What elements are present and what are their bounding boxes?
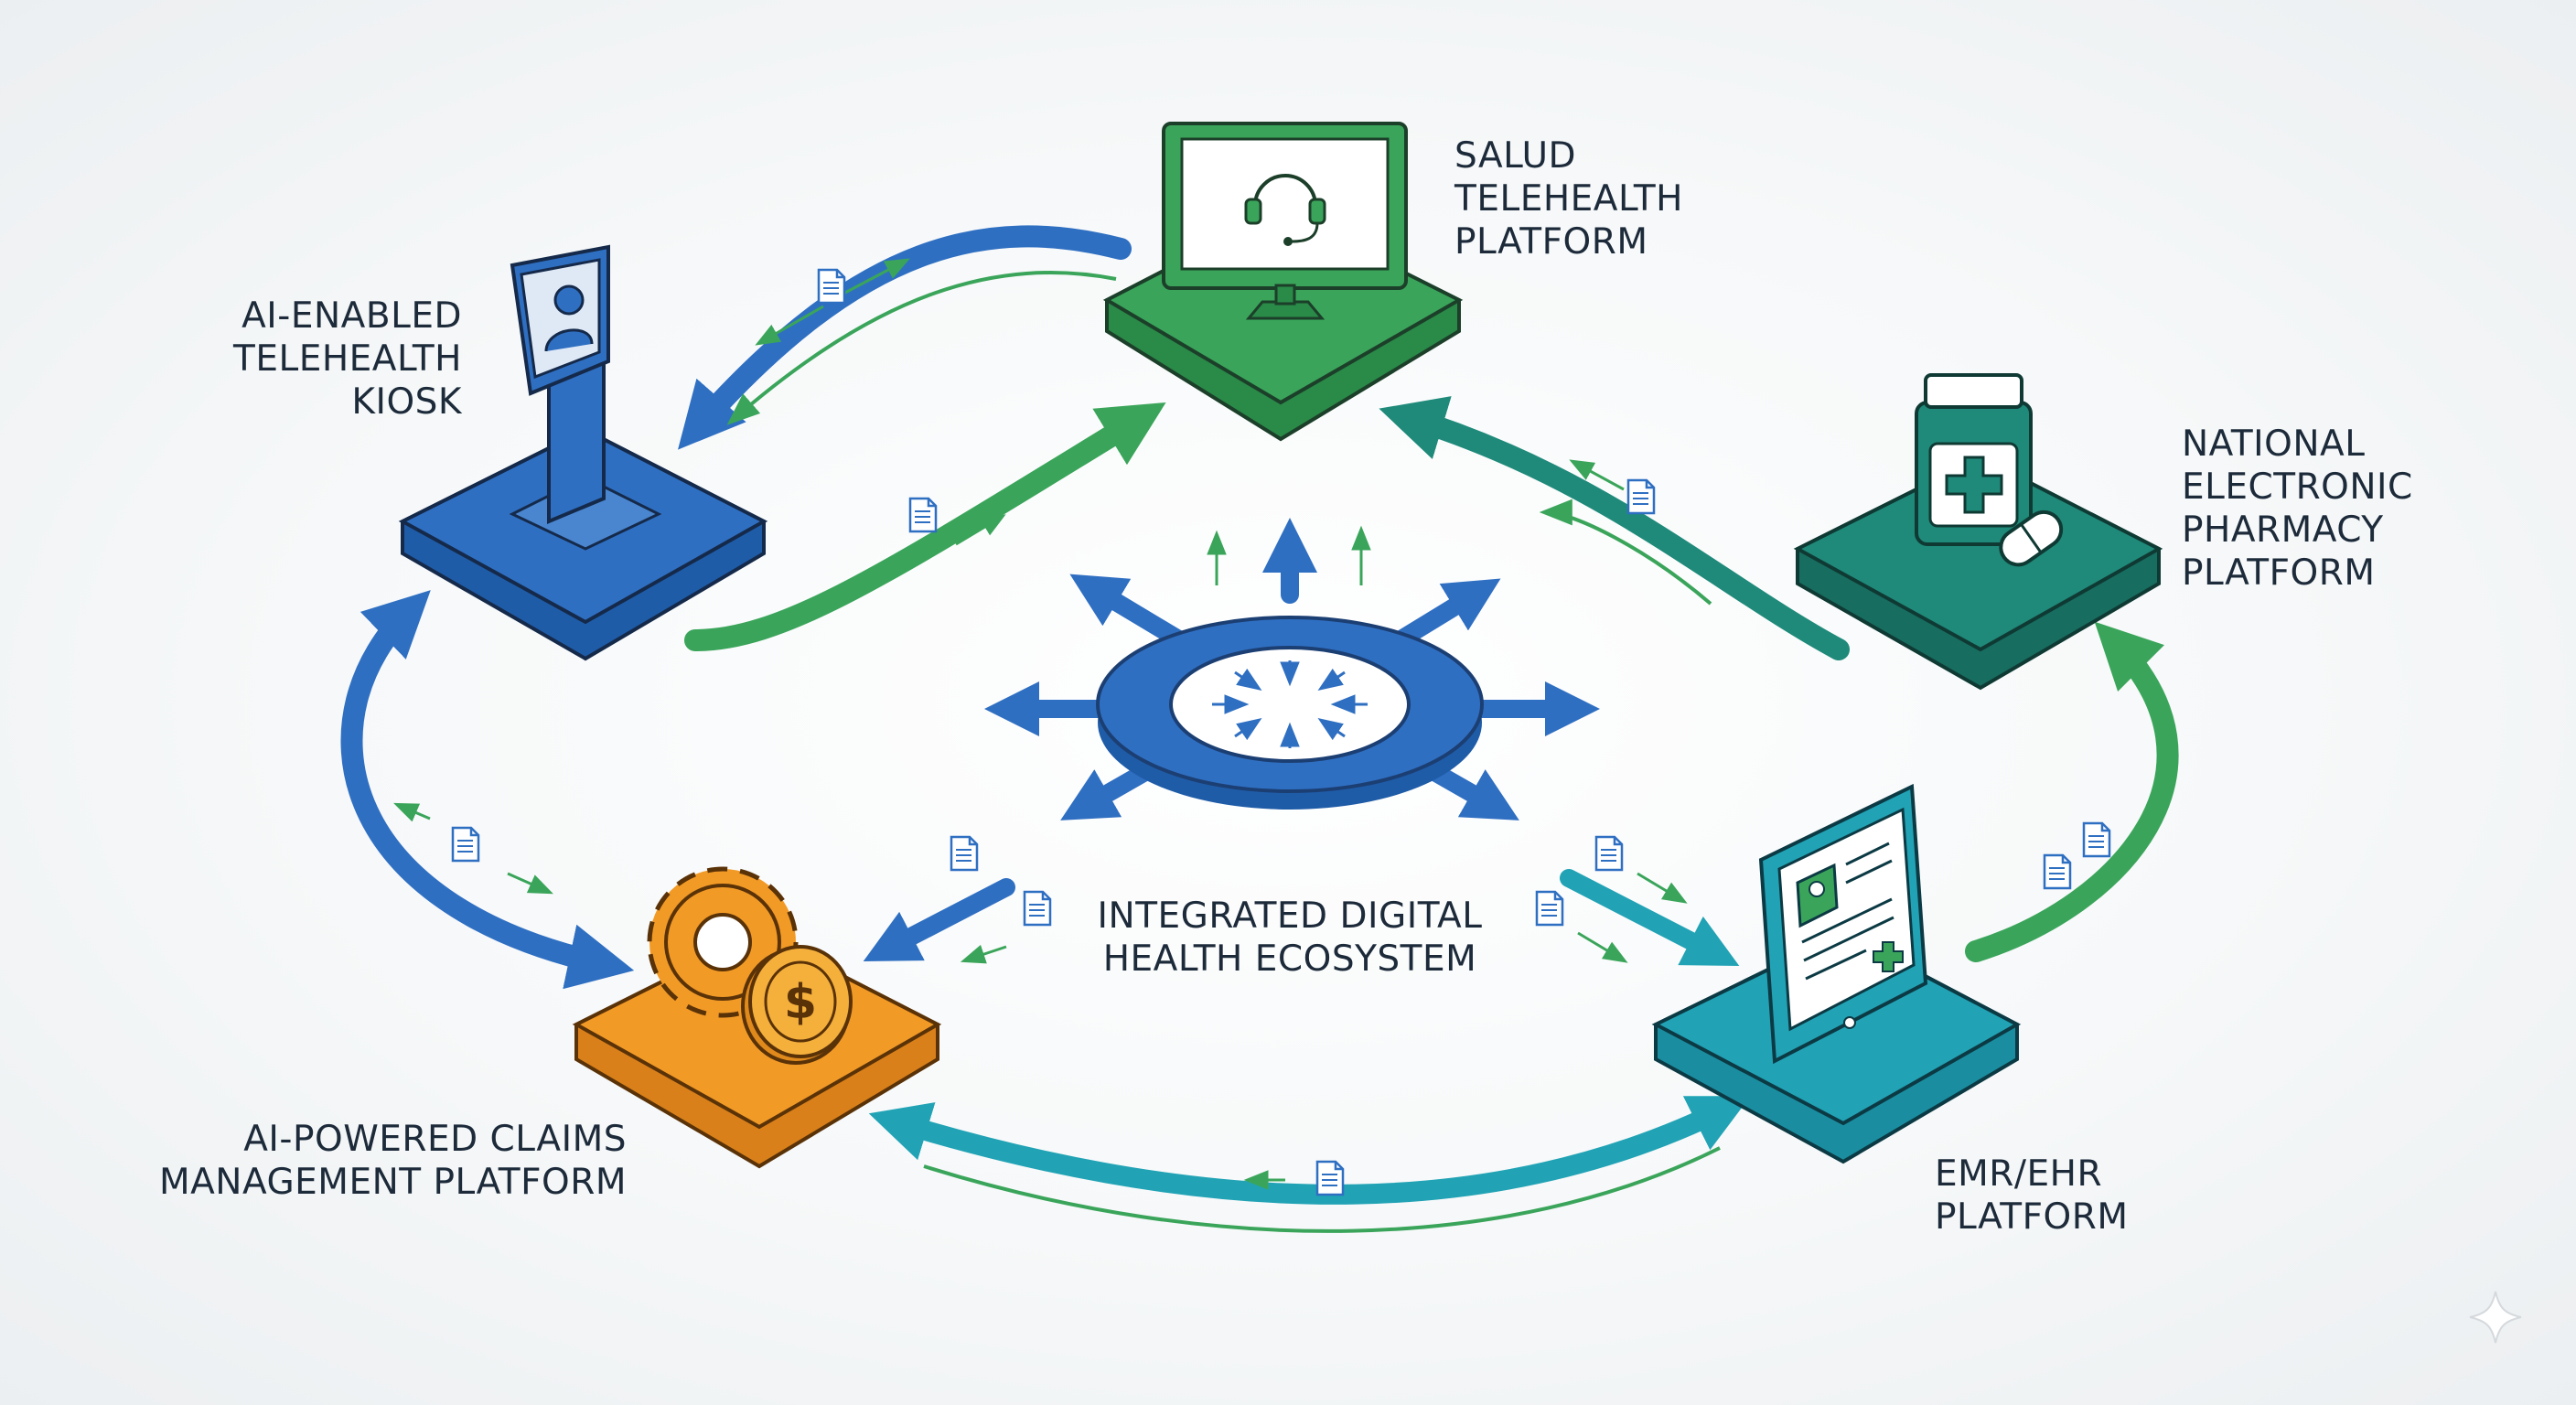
arrow-hub-to-emr <box>1560 869 1740 966</box>
sparkle-icon <box>2469 1291 2522 1344</box>
label-line: TELEHEALTH <box>233 338 462 380</box>
document-icon <box>817 268 846 305</box>
svg-text:$: $ <box>784 975 817 1030</box>
claims-platform-label: AI-POWERED CLAIMS MANAGEMENT PLATFORM <box>146 1118 627 1204</box>
kiosk-icon <box>509 244 662 551</box>
arrow-claims-to-emr <box>868 1096 1751 1205</box>
emr-ehr-platform-label: EMR/EHR PLATFORM <box>1935 1153 2129 1239</box>
emr-ehr-platform-node <box>1651 783 2022 1164</box>
label-line: KIOSK <box>351 381 462 423</box>
label-line: SALUD <box>1454 135 1577 177</box>
document-icon <box>908 497 938 533</box>
claims-platform-node: $ <box>572 866 942 1169</box>
arrow-kiosk-to-claims <box>340 590 635 990</box>
label-line: PLATFORM <box>2182 552 2376 594</box>
label-line: HEALTH ECOSYSTEM <box>1102 938 1477 980</box>
pharmacy-platform-node <box>1793 373 2163 691</box>
flow-arrows <box>340 225 2179 1233</box>
headset-monitor-icon <box>1162 122 1408 320</box>
label-line: PLATFORM <box>1935 1196 2129 1238</box>
arrow-pharmacy-to-telehealth <box>1379 396 1850 660</box>
document-icon <box>1023 890 1052 927</box>
document-icon <box>1315 1160 1345 1196</box>
label-line: ELECTRONIC <box>2182 467 2413 508</box>
data-flow-markers <box>393 258 2111 1196</box>
telehealth-platform-node <box>1102 122 1464 442</box>
medicine-bottle-icon <box>1915 373 2064 567</box>
label-line: NATIONAL <box>2182 424 2366 465</box>
tablet-record-icon <box>1758 783 1928 1065</box>
label-line: EMR/EHR <box>1935 1153 2103 1195</box>
telehealth-platform-label: SALUD TELEHEALTH PLATFORM <box>1454 134 1683 263</box>
kiosk-label: AI-ENABLED TELEHEALTH KIOSK <box>192 295 462 424</box>
document-icon <box>2043 853 2072 890</box>
document-icon <box>950 835 979 872</box>
document-icon <box>2082 821 2111 858</box>
arrow-kiosk-to-telehealth <box>684 402 1166 651</box>
label-line: PLATFORM <box>1454 221 1648 263</box>
label-line: INTEGRATED DIGITAL <box>1097 896 1483 937</box>
document-icon <box>451 826 480 863</box>
arrow-telehealth-to-kiosk <box>677 225 1132 450</box>
arrow-emr-to-pharmacy <box>1965 621 2179 962</box>
hub-label: INTEGRATED DIGITAL HEALTH ECOSYSTEM <box>1070 895 1509 981</box>
label-line: PHARMACY <box>2182 509 2384 551</box>
telehealth-kiosk-node <box>398 244 768 661</box>
document-icon <box>1594 835 1624 872</box>
document-icon <box>1626 478 1656 515</box>
label-line: MANAGEMENT PLATFORM <box>158 1162 627 1203</box>
label-line: AI-ENABLED <box>242 295 462 337</box>
gear-coin-icon: $ <box>647 866 853 1065</box>
label-line: TELEHEALTH <box>1454 178 1683 220</box>
pharmacy-platform-label: NATIONAL ELECTRONIC PHARMACY PLATFORM <box>2182 423 2413 595</box>
arrow-hub-to-claims <box>863 878 1015 962</box>
label-line: AI-POWERED CLAIMS <box>243 1119 627 1160</box>
hub-node <box>984 518 1600 820</box>
document-icon <box>1535 890 1564 927</box>
